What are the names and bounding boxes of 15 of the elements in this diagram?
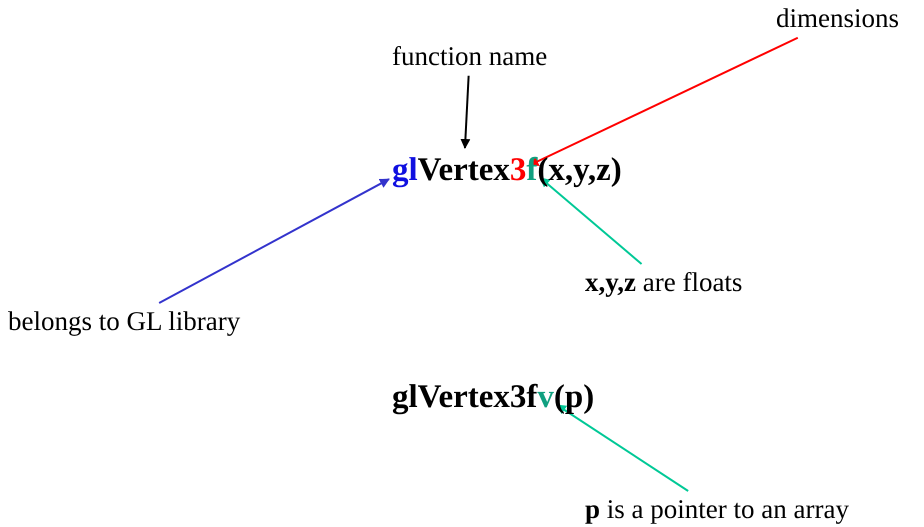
function-arguments: (p) [554, 378, 594, 417]
leader-arrow [158, 178, 390, 304]
code-part: 3 [510, 150, 526, 192]
code-part: glVertex3f [392, 377, 538, 418]
code-part: v [537, 377, 554, 418]
annotation-text: dimensions [776, 2, 900, 36]
function-arguments: (x,y,z) [537, 151, 622, 190]
annotation-text: x,y,z are floats [585, 266, 742, 300]
leader-arrow [540, 177, 642, 265]
annotation-text: p is a pointer to an array [585, 493, 849, 527]
annotation-text: belongs to GL library [8, 305, 240, 339]
code-part: gl [392, 150, 418, 192]
annotation-text: function name [392, 40, 548, 74]
code-part: Vertex [418, 150, 510, 192]
leader-arrow [460, 76, 470, 149]
